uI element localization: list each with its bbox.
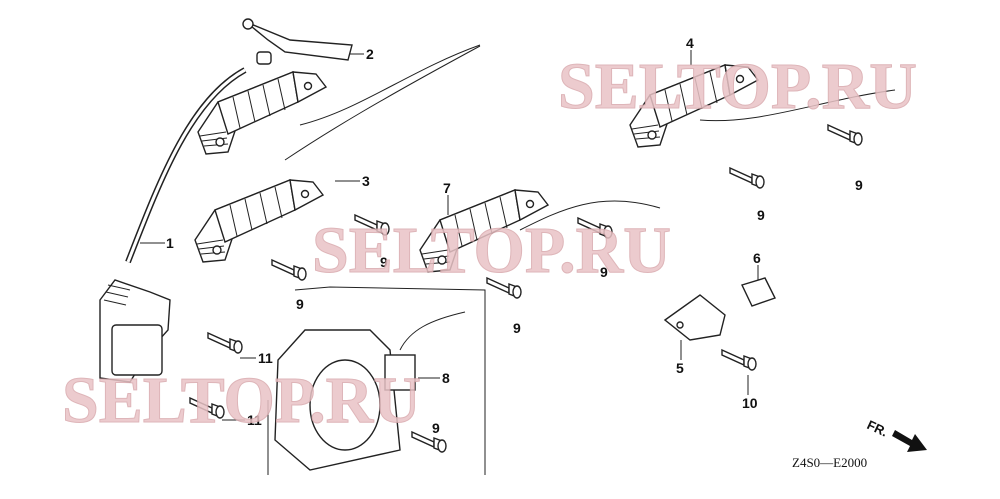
callout-8: 8 [442, 370, 450, 386]
callout-9: 9 [380, 254, 388, 270]
callout-11: 11 [247, 412, 262, 428]
callout-1: 1 [166, 235, 174, 251]
callout-3: 3 [362, 173, 370, 189]
callout-9: 9 [855, 177, 863, 193]
callout-5: 5 [676, 360, 684, 376]
watermark: SELTOP.RU [312, 214, 671, 287]
front-arrow-icon [892, 430, 927, 452]
callout-4: 4 [686, 35, 694, 51]
callout-10: 10 [742, 395, 758, 411]
front-direction-label: FR. [865, 417, 890, 439]
callout-2: 2 [366, 46, 374, 62]
watermark: SELTOP.RU [558, 50, 917, 123]
callout-6: 6 [753, 250, 761, 266]
stator-8 [267, 286, 486, 475]
watermark: SELTOP.RU [62, 364, 421, 437]
callout-9: 9 [296, 296, 304, 312]
callout-9: 9 [432, 420, 440, 436]
callout-9: 9 [600, 264, 608, 280]
bracket-5 [663, 294, 726, 341]
callout-9: 9 [757, 207, 765, 223]
callout-7: 7 [443, 180, 451, 196]
ignition-coil [99, 279, 171, 383]
charge-coil-3 [194, 179, 324, 263]
callout-11: 11 [258, 350, 273, 366]
diagram-code: Z4S0—E2000 [792, 455, 867, 470]
exciter-coil [197, 71, 327, 155]
callout-9: 9 [513, 320, 521, 336]
grommet-6 [741, 277, 776, 307]
plug-cap [245, 21, 353, 61]
